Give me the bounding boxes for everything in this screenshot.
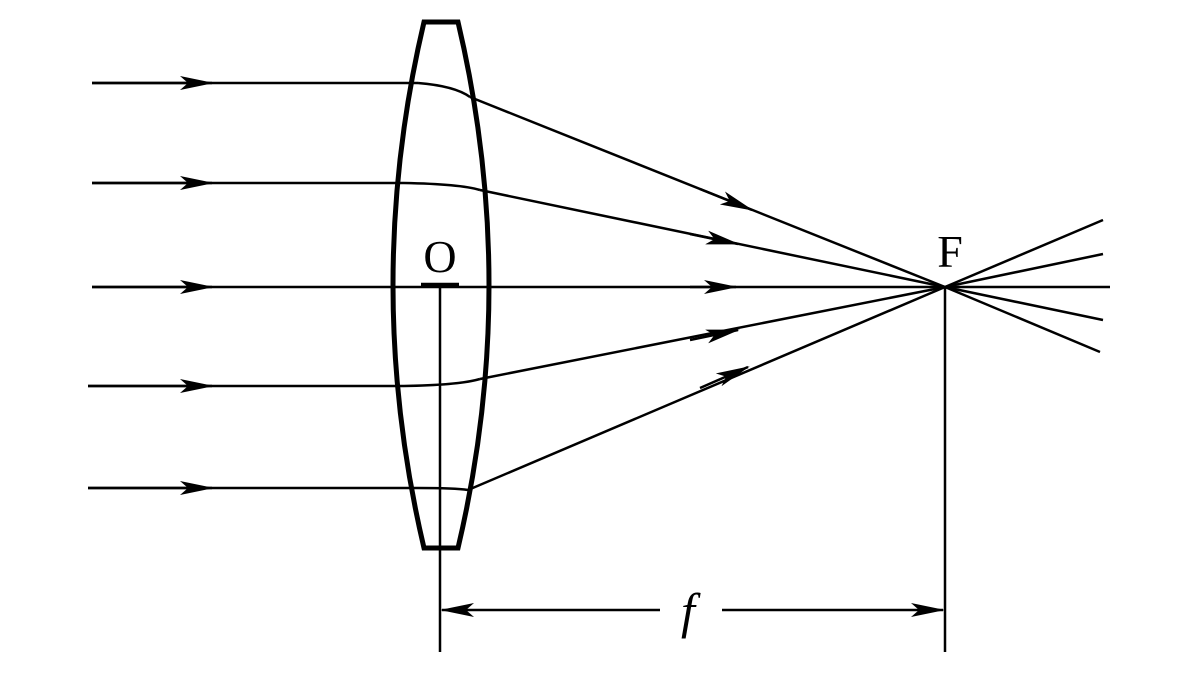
refracted-arrow-2 (689, 230, 740, 246)
diverging-rays (944, 218, 1104, 354)
focus-label: F (937, 226, 963, 277)
diverging-ray-2 (944, 252, 1104, 289)
diverging-ray-4 (944, 285, 1104, 322)
incident-arrows (88, 76, 214, 495)
diverging-ray-1 (944, 218, 1104, 289)
center-label: O (423, 231, 456, 282)
lens-ray-4 (403, 377, 481, 388)
diverging-ray-5 (944, 285, 1101, 354)
convex-lens (390, 19, 492, 551)
refracted-arrows (689, 187, 754, 390)
refracted-ray-5 (467, 285, 946, 492)
lens-ray-5 (417, 486, 469, 492)
refracted-arrow-4 (689, 328, 740, 344)
incident-rays (88, 81, 418, 490)
refracted-arrow-5 (699, 365, 750, 390)
lens-ray-2 (403, 181, 481, 192)
refracted-arrow-1 (699, 187, 754, 212)
lens-ray-1 (417, 81, 471, 99)
focal-length-label: f (681, 583, 701, 639)
rays-in-lens (403, 81, 481, 492)
refracted-rays (467, 95, 946, 492)
refracted-ray-4 (479, 285, 946, 381)
